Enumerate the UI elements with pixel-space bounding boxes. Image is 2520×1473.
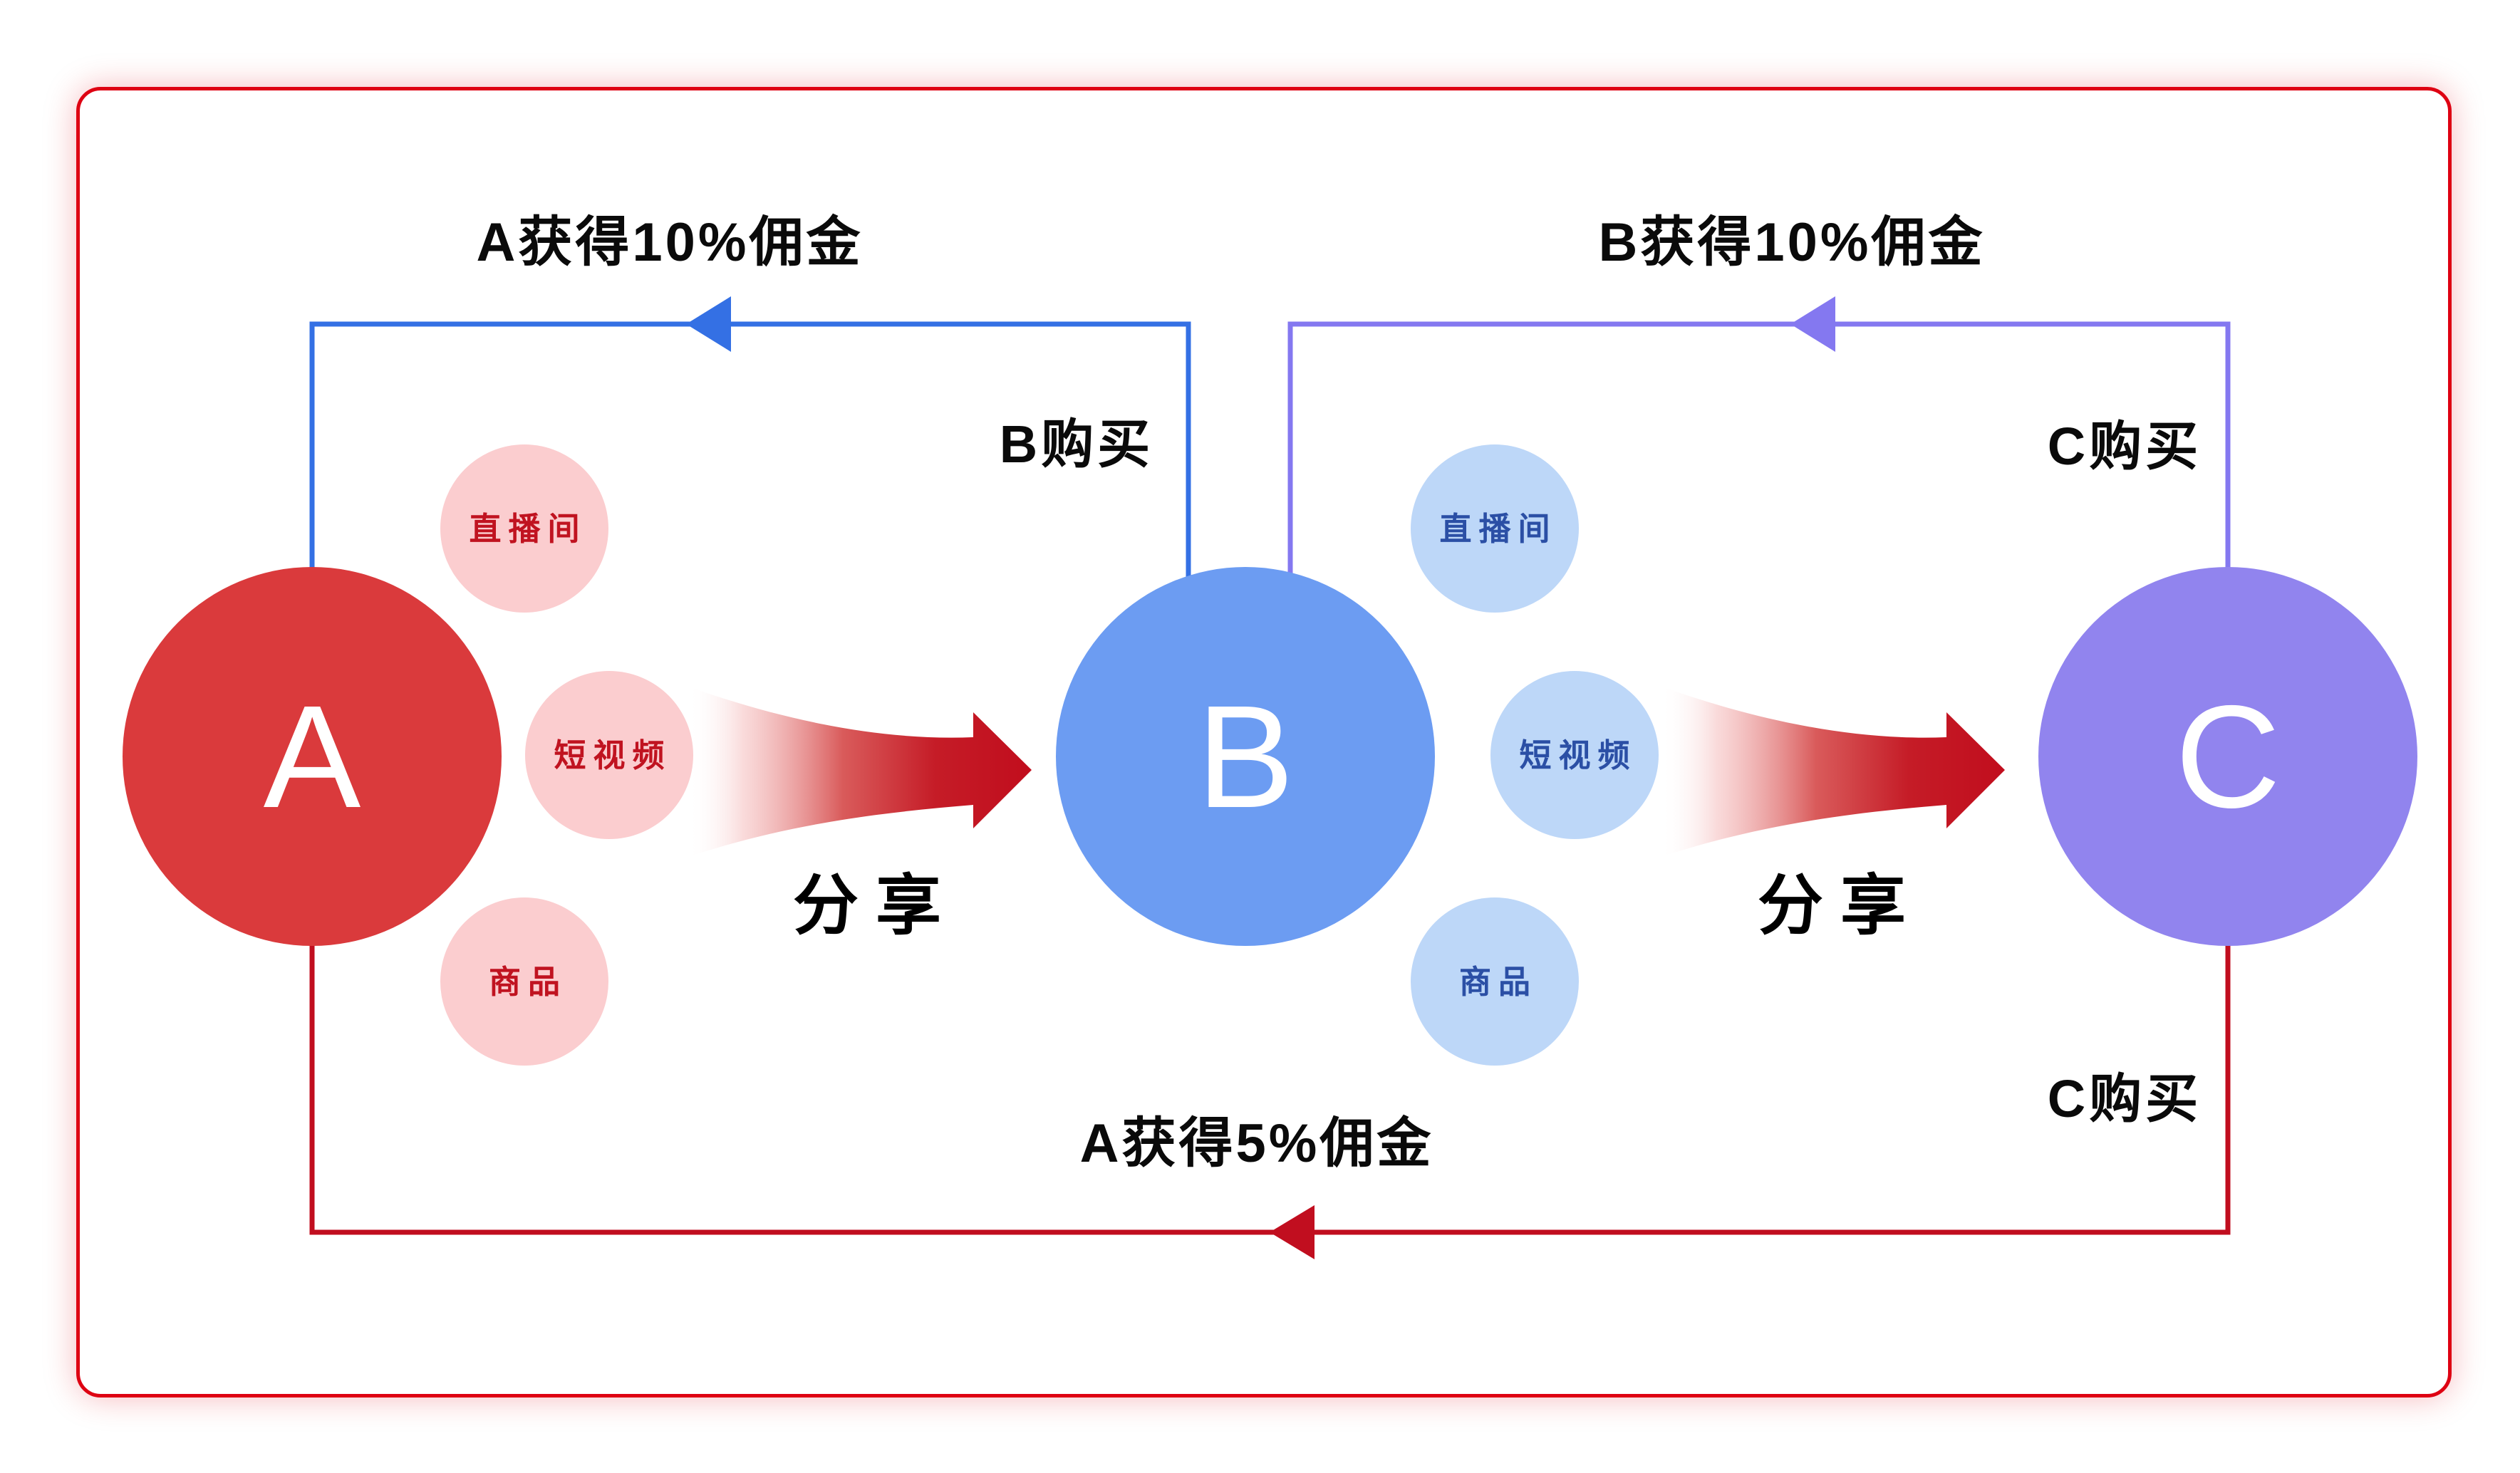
arrowhead-left-red-icon [1270, 1205, 1315, 1259]
satellite-product-b: 商品 [1411, 897, 1579, 1066]
satellite-live-room-b: 直播间 [1411, 444, 1579, 613]
share-gradient-arrow-b-to-c-icon [1661, 687, 2005, 857]
satellite-short-video-b: 短视频 [1490, 671, 1659, 839]
satellite-label: 直播间 [469, 510, 587, 547]
label-share-b-to-c: 分享 [1757, 870, 1924, 942]
flow-line-c-to-b [1287, 321, 2231, 620]
node-c-circle: C [2038, 567, 2417, 946]
node-a-label: A [263, 675, 361, 838]
satellite-label: 短视频 [1519, 736, 1637, 774]
node-a-circle: A [123, 567, 502, 946]
satellite-short-video-a: 短视频 [525, 671, 693, 839]
satellite-label: 短视频 [554, 736, 672, 774]
node-b-circle: B [1056, 567, 1435, 946]
red-rounded-frame [76, 87, 2452, 1397]
label-c-purchase-bottom: C购买 [2047, 1069, 2202, 1128]
satellite-label: 商品 [1458, 963, 1538, 1000]
label-a-gets-5-commission: A获得5%佣金 [1079, 1113, 1434, 1174]
label-c-purchase-top: C购买 [2047, 417, 2202, 476]
node-c-label: C [2174, 675, 2281, 838]
label-share-a-to-b: 分享 [792, 870, 959, 942]
label-b-gets-10-commission: B获得10%佣金 [1598, 212, 1986, 273]
satellite-product-a: 商品 [440, 897, 608, 1066]
flow-line-b-to-a [309, 321, 1191, 620]
label-a-gets-10-commission: A获得10%佣金 [476, 212, 864, 273]
share-gradient-arrow-a-to-b-icon [688, 687, 1032, 857]
satellite-label: 直播间 [1439, 510, 1557, 547]
node-b-label: B [1196, 675, 1295, 838]
satellite-label: 商品 [488, 963, 567, 1000]
satellite-live-room-a: 直播间 [440, 444, 608, 613]
label-b-purchase: B购买 [999, 415, 1154, 474]
arrowhead-left-blue-icon [686, 296, 731, 352]
arrowhead-left-purple-icon [1790, 296, 1835, 352]
